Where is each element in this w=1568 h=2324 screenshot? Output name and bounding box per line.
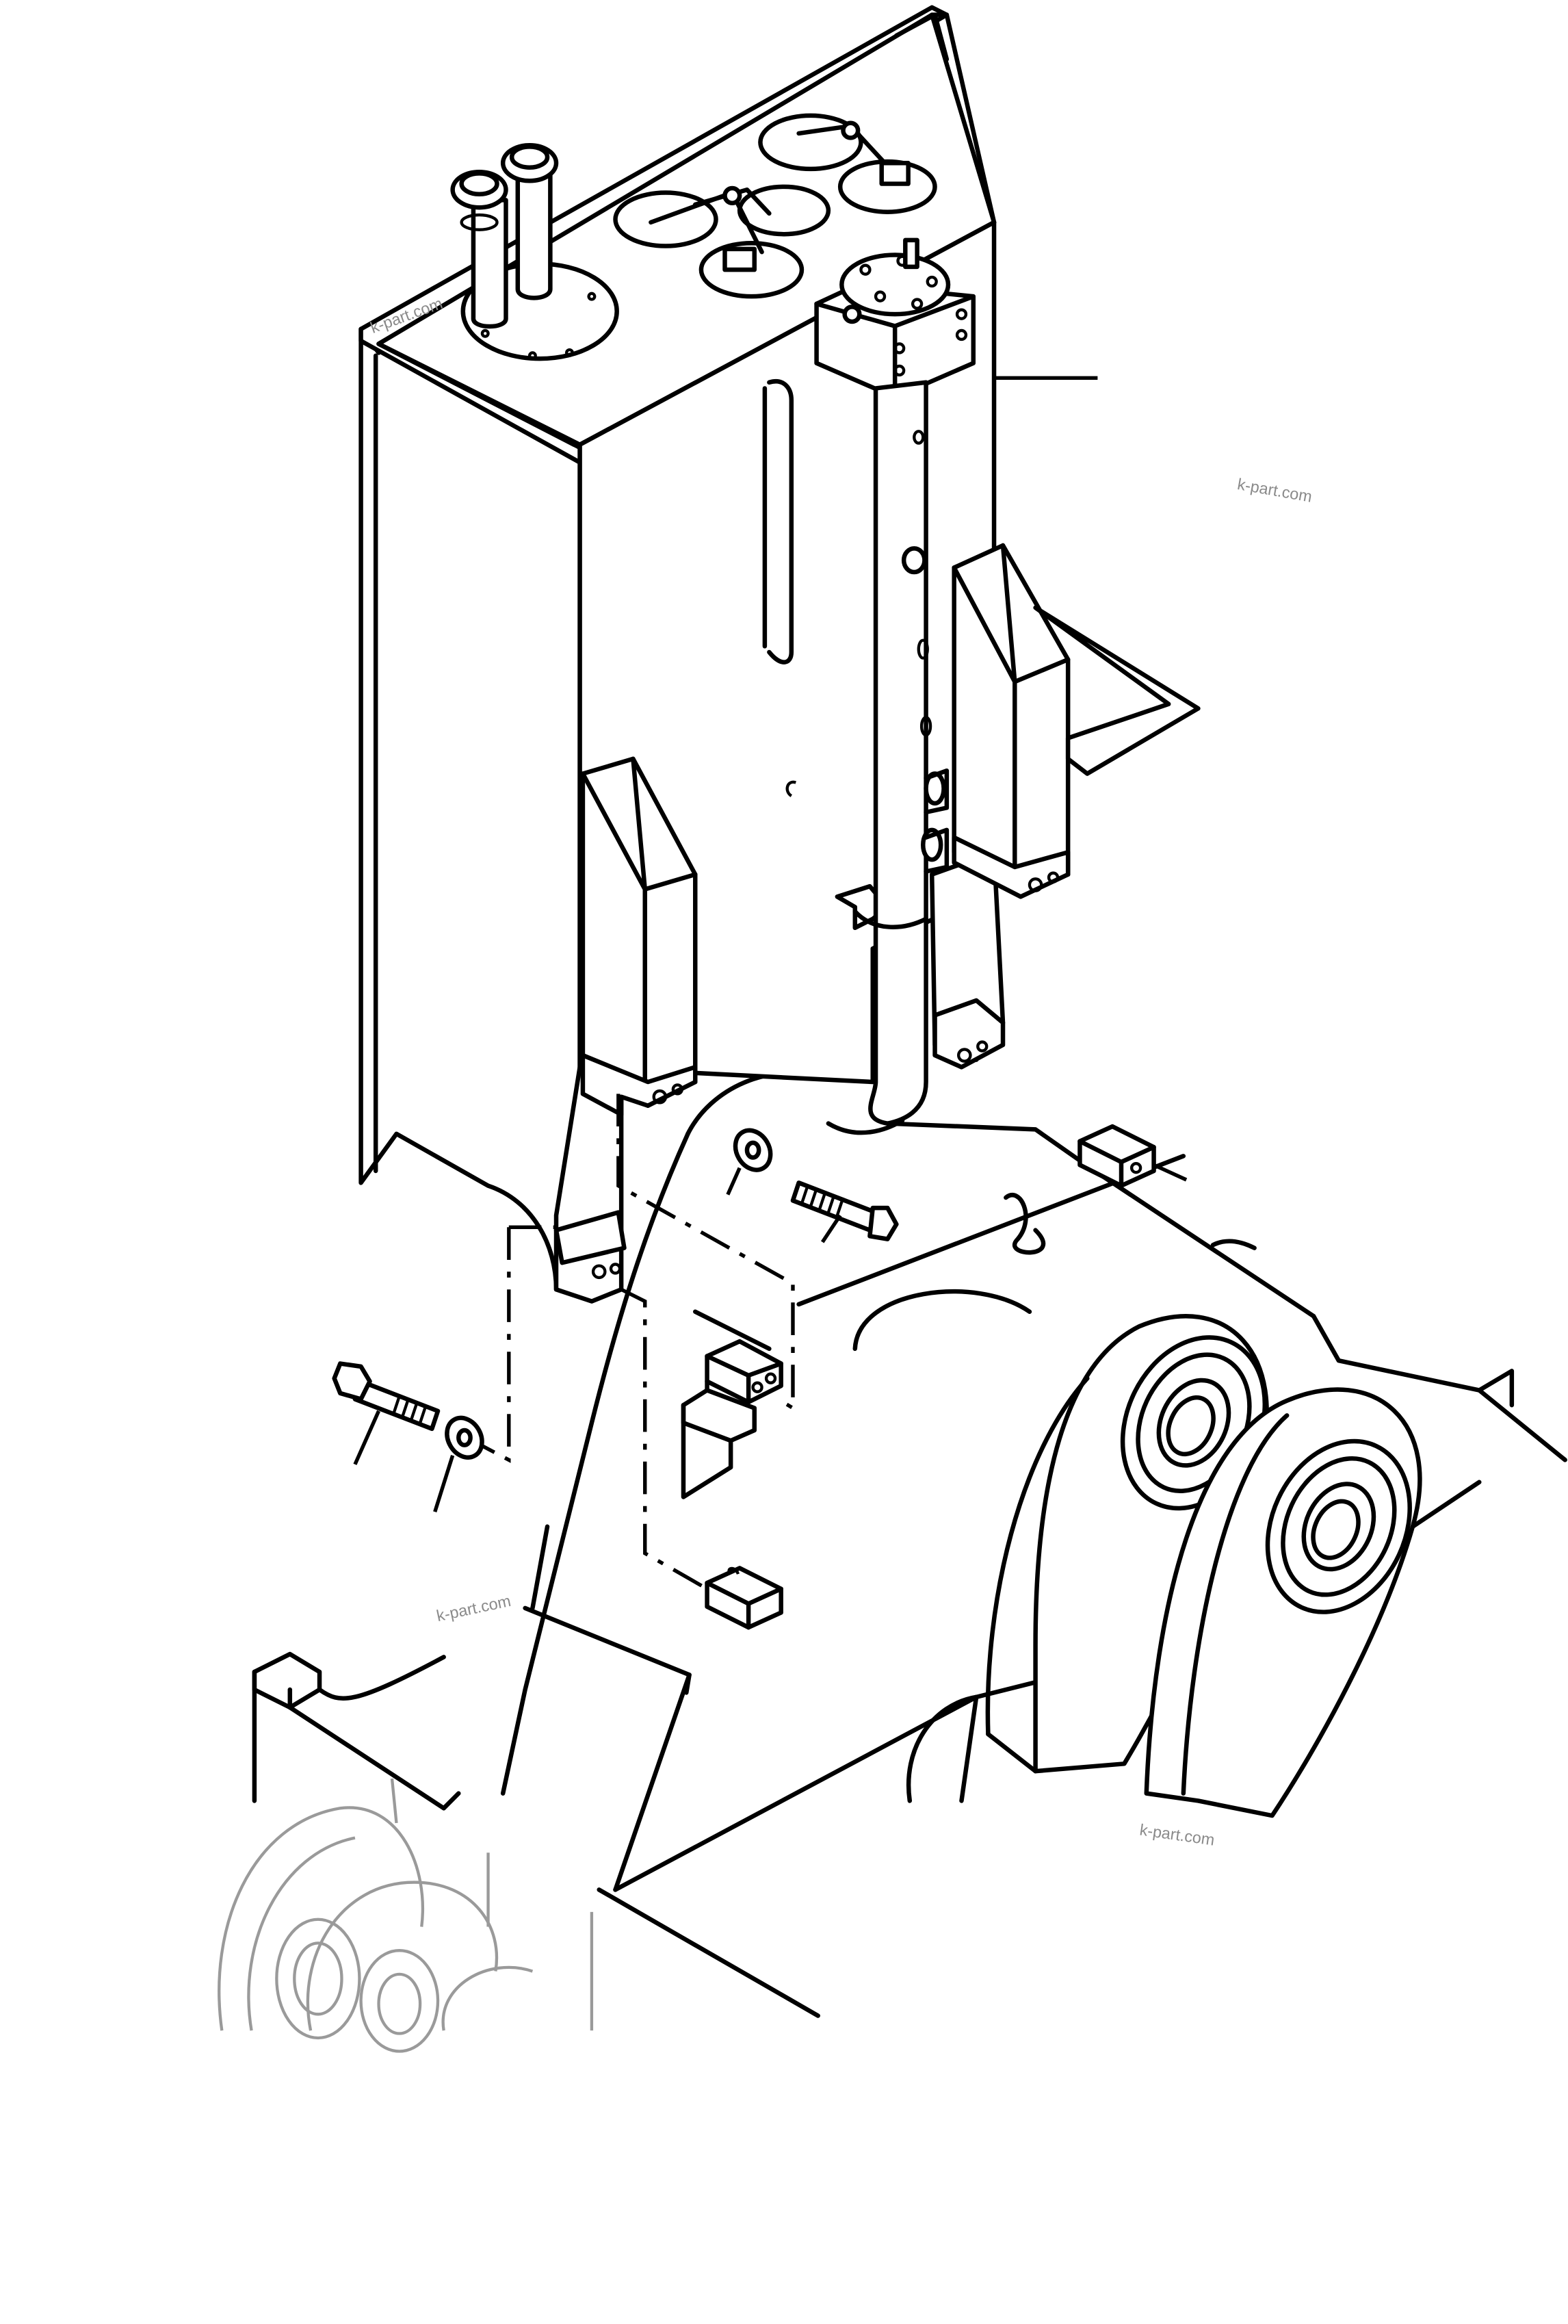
pivot-ear-right [1144,1387,1482,1818]
valve-block [814,237,976,400]
bolt-lower [332,1361,441,1465]
right-bracket [952,543,1201,899]
spacer-block-bottom [705,1566,783,1630]
boom-frame [252,1070,1567,2018]
ghost-lugs [218,1778,594,2053]
bolt-upper [790,1180,899,1243]
watermark-4: k-part.com [1138,1820,1216,1848]
washer-lower [433,1415,484,1512]
watermark-3: k-part.com [435,1592,512,1625]
assembly-guide-lines [480,1094,795,1591]
spacer-block-center [681,1339,783,1499]
washer-upper [726,1128,773,1196]
spacer-block-right [1077,1124,1188,1188]
watermark-2: k-part.com [1236,475,1314,506]
suction-pipe [852,380,950,1126]
filter-caps [450,113,937,361]
pivot-ear-left [985,1314,1269,1774]
